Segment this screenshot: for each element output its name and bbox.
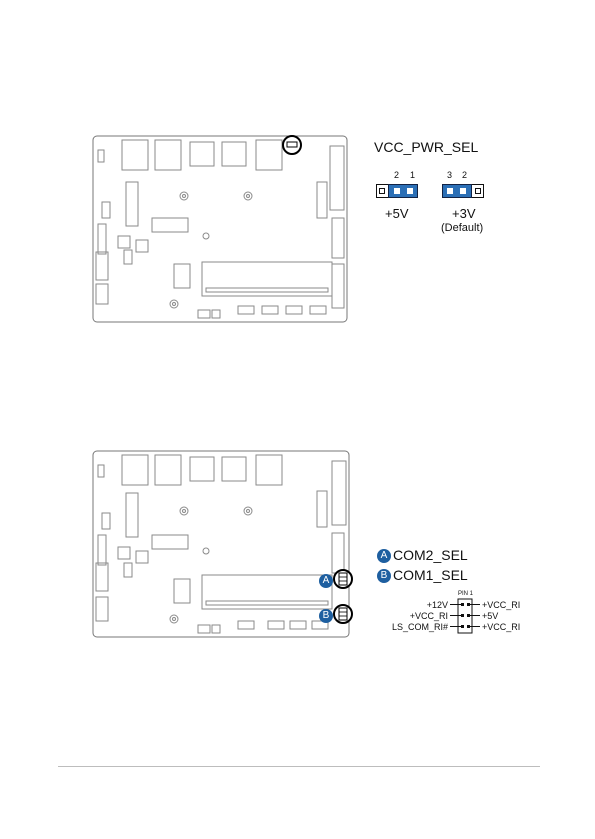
footer-divider [58, 766, 540, 767]
vcc-label-3v: +3V [452, 206, 476, 221]
com-left-label-3: LS_COM_RI# [392, 622, 448, 632]
legend-b-badge: B [377, 569, 391, 583]
callout-b-badge: B [319, 607, 335, 625]
vcc-label-5v: +5V [385, 206, 409, 221]
legend-b-text: COM1_SEL [393, 567, 468, 583]
motherboard-diagram-top [92, 132, 352, 324]
vcc-right-pin-3: 3 [447, 170, 452, 180]
callout-a-badge: A [319, 572, 335, 590]
vcc-jumper-3v [442, 184, 484, 198]
vcc-right-pin-2: 2 [462, 170, 467, 180]
vcc-jumper-5v [376, 184, 418, 198]
vcc-left-pin-2: 2 [394, 170, 399, 180]
com-right-label-3: +VCC_RI [482, 622, 520, 632]
com-left-label-1: +12V [427, 600, 448, 610]
com-right-label-1: +VCC_RI [482, 600, 520, 610]
vcc-label-default: (Default) [441, 222, 483, 234]
com-right-label-2: +5V [482, 611, 498, 621]
com-left-label-2: +VCC_RI [410, 611, 448, 621]
legend-a-badge: A [377, 549, 391, 563]
vcc-left-pin-1: 1 [410, 170, 415, 180]
vcc-pwr-sel-title: VCC_PWR_SEL [374, 139, 478, 155]
legend-a-text: COM2_SEL [393, 547, 468, 563]
